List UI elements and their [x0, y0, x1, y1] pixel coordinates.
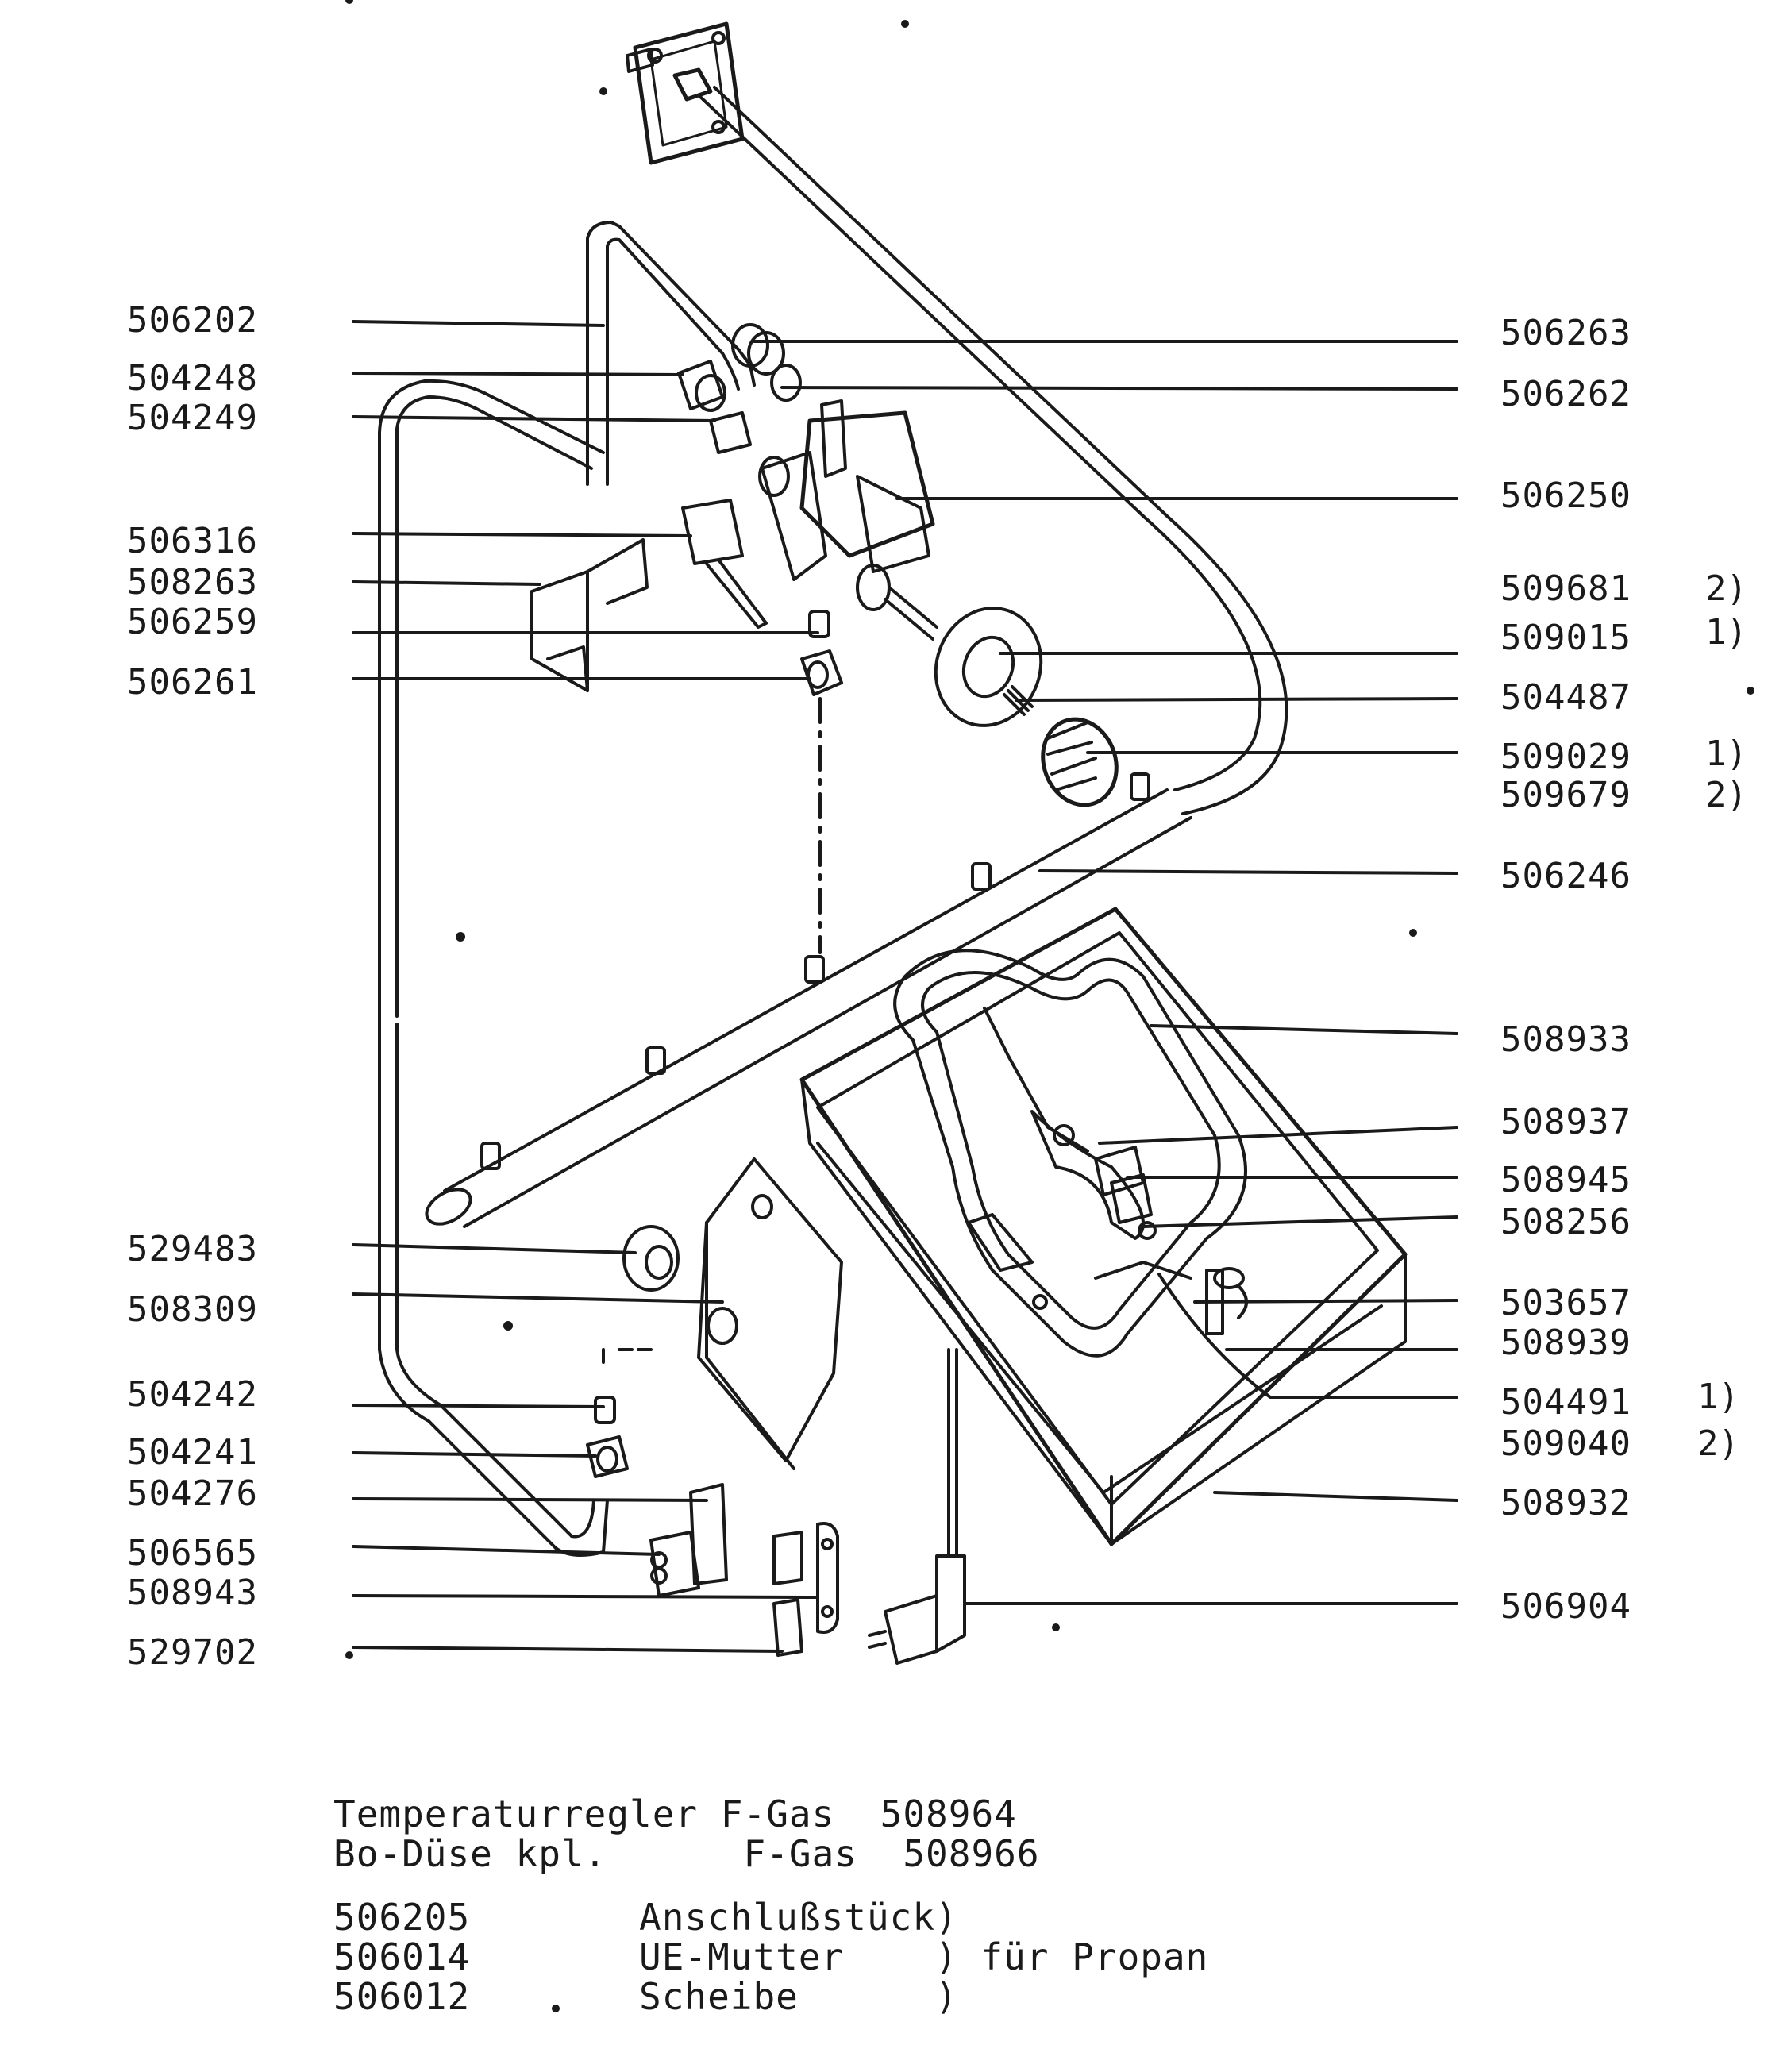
- part-label-508309: 508309: [127, 1289, 258, 1330]
- part-label-508256: 508256: [1500, 1202, 1631, 1242]
- lower-parts: [586, 1157, 843, 1657]
- part-label-509015: 509015: [1500, 618, 1631, 658]
- part-label-509681: 509681: [1500, 568, 1631, 609]
- part-label-508263: 508263: [127, 562, 258, 603]
- footer-part-code: 506205: [333, 1896, 471, 1939]
- gas-valve: [758, 399, 938, 641]
- footnote-marker: 1): [1697, 1377, 1739, 1417]
- part-label-504491: 504491: [1500, 1382, 1631, 1423]
- mounting-flange: [626, 21, 745, 165]
- part-label-506904: 506904: [1500, 1586, 1631, 1627]
- knob-washer: [934, 607, 1119, 807]
- nut-506259: [808, 610, 830, 638]
- part-label-504276: 504276: [127, 1473, 258, 1514]
- footnote-marker: 2): [1705, 775, 1747, 815]
- part-label-504241: 504241: [127, 1432, 258, 1473]
- part-label-506259: 506259: [127, 602, 258, 642]
- footer-line-bo-duese: Bo-Düse kpl. F-Gas 508966: [333, 1832, 1040, 1875]
- footnote-marker: 2): [1705, 568, 1747, 609]
- footer-line-temperaturregler: Temperaturregler F-Gas 508964: [333, 1793, 1017, 1835]
- part-label-509040: 509040: [1500, 1423, 1631, 1464]
- part-label-504242: 504242: [127, 1374, 258, 1415]
- footer-part-code: 506014: [333, 1935, 471, 1978]
- oven-box: [799, 907, 1408, 1546]
- footer-part-desc: Scheibe ): [639, 1975, 958, 2018]
- part-label-529483: 529483: [127, 1229, 258, 1269]
- footer-part-desc: UE-Mutter ) für Propan: [639, 1935, 1209, 1978]
- footnote-marker: 1): [1705, 734, 1747, 774]
- part-label-508937: 508937: [1500, 1102, 1631, 1142]
- part-label-509679: 509679: [1500, 775, 1631, 815]
- part-label-504248: 504248: [127, 358, 258, 399]
- right-leader-lines: [753, 340, 1458, 1605]
- burner-tube: [425, 772, 1192, 1228]
- part-label-504249: 504249: [127, 398, 258, 438]
- part-label-506246: 506246: [1500, 856, 1631, 896]
- pipe-fittings: [677, 323, 802, 454]
- power-cable: [868, 1348, 966, 1665]
- part-label-506565: 506565: [127, 1533, 258, 1573]
- part-label-503657: 503657: [1500, 1283, 1631, 1323]
- part-label-506261: 506261: [127, 662, 258, 703]
- stray-dots: [345, 0, 1754, 2012]
- part-label-508945: 508945: [1500, 1160, 1631, 1200]
- part-label-506202: 506202: [127, 300, 258, 341]
- left-leader-lines: [352, 320, 819, 1653]
- bracket-508263: [530, 538, 649, 692]
- part-label-508939: 508939: [1500, 1323, 1631, 1363]
- part-label-509029: 509029: [1500, 737, 1631, 777]
- part-label-506250: 506250: [1500, 476, 1631, 516]
- micro-switch: [681, 499, 768, 629]
- footer-part-desc: Anschlußstück): [639, 1896, 958, 1939]
- part-label-529702: 529702: [127, 1632, 258, 1673]
- part-label-506262: 506262: [1500, 374, 1631, 414]
- footnote-marker: 1): [1705, 612, 1747, 653]
- gas-supply-pipe: [697, 86, 1288, 815]
- part-label-508933: 508933: [1500, 1019, 1631, 1060]
- part-label-506316: 506316: [127, 521, 258, 561]
- nut-506261: [800, 649, 843, 696]
- footer-part-code: 506012: [333, 1975, 471, 2018]
- footnote-marker: 2): [1697, 1423, 1739, 1464]
- part-label-508943: 508943: [127, 1573, 258, 1613]
- part-label-504487: 504487: [1500, 677, 1631, 718]
- part-label-508932: 508932: [1500, 1483, 1631, 1523]
- part-label-506263: 506263: [1500, 313, 1631, 353]
- thermostat-parts: [967, 1124, 1248, 1335]
